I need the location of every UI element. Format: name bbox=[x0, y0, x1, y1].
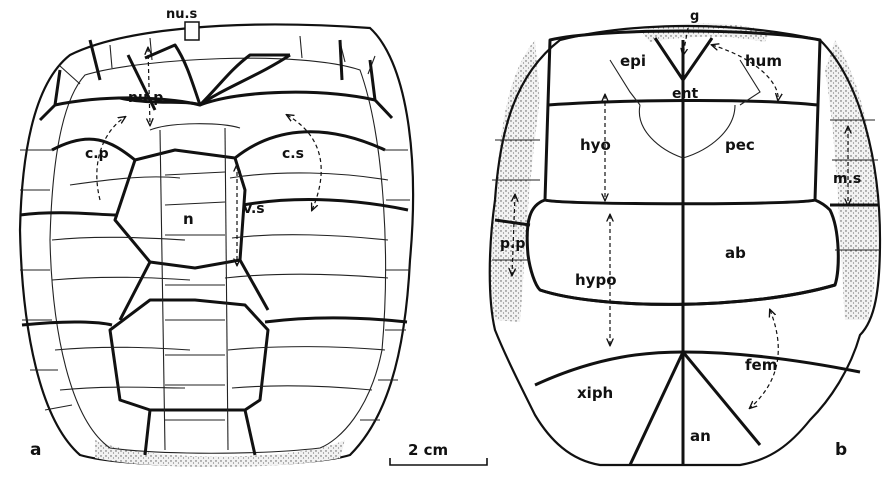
carapace-drawing: nu.s nu.p c.p c.s n v.s bbox=[20, 7, 413, 467]
label-nu-s: nu.s bbox=[166, 7, 197, 22]
nuchal-scute bbox=[185, 22, 199, 40]
carapace-outline bbox=[20, 24, 413, 465]
label-an: an bbox=[690, 427, 711, 445]
label-fem: fem bbox=[745, 356, 777, 374]
plastron-drawing: g epi hum ent hyo pec m.s p.p hypo ab fe… bbox=[490, 9, 880, 465]
label-hum: hum bbox=[745, 52, 782, 70]
label-ent: ent bbox=[672, 86, 698, 102]
label-v-s: v.s bbox=[243, 201, 265, 217]
label-m-s: m.s bbox=[833, 171, 861, 187]
label-c-s: c.s bbox=[282, 146, 304, 162]
panel-label-a: a bbox=[30, 440, 41, 460]
label-c-p: c.p bbox=[85, 146, 109, 162]
label-epi: epi bbox=[620, 52, 646, 70]
label-g: g bbox=[690, 9, 699, 24]
scale-bar-line bbox=[390, 458, 487, 465]
label-pec: pec bbox=[725, 136, 755, 154]
scale-bar: 2 cm bbox=[390, 441, 487, 465]
label-ab: ab bbox=[725, 244, 746, 262]
scale-bar-label: 2 cm bbox=[408, 441, 448, 459]
label-n: n bbox=[183, 210, 194, 228]
label-xiph: xiph bbox=[577, 384, 613, 402]
panel-label-b: b bbox=[835, 440, 847, 460]
label-p-p: p.p bbox=[500, 236, 525, 252]
label-hyo: hyo bbox=[580, 136, 611, 154]
label-hypo: hypo bbox=[575, 271, 617, 289]
label-nu-p: nu.p bbox=[128, 90, 163, 106]
